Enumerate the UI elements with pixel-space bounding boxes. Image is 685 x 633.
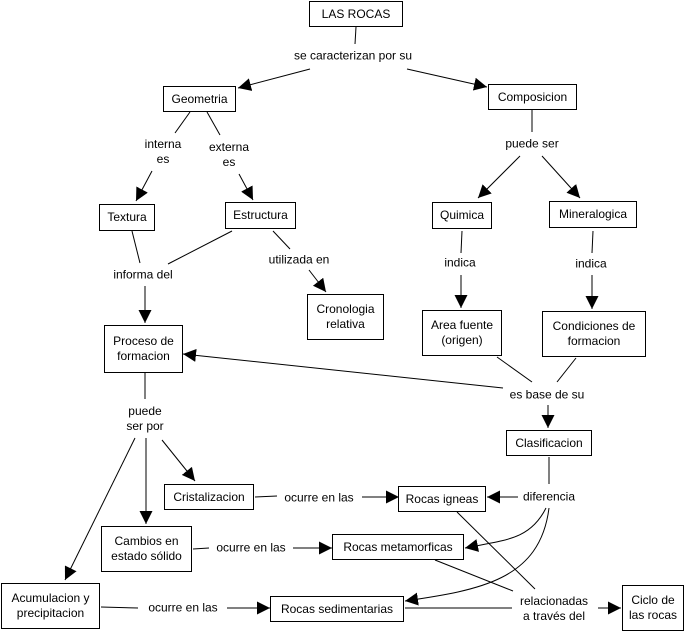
link-indica-mineralogica[interactable]: indica [573, 256, 609, 272]
edge-puede-to-mineralogica [541, 155, 581, 199]
edge-puedeser-to-acumulacion [64, 437, 136, 581]
edge-condiciones-to-esbase [556, 357, 577, 383]
edge-interna-to-textura [135, 170, 153, 202]
edge-geometria-to-externa [206, 111, 221, 136]
concept-acumulacion-precipitacion[interactable]: Acumulacion y precipitacion [1, 583, 100, 629]
edge-acumulacion-to-ocurre [100, 606, 139, 609]
concept-mineralogica[interactable]: Mineralogica [549, 201, 637, 228]
edge-esbase-to-proceso [182, 348, 504, 389]
edge-estructura-to-informa [167, 230, 233, 265]
edge-utilizada-to-cronologia [308, 269, 327, 293]
concept-cristalizacion[interactable]: Cristalizacion [164, 484, 254, 510]
edge-puede-to-quimica [477, 155, 521, 199]
edge-textura-to-informa [131, 230, 141, 264]
edge-quimica-to-indica [460, 230, 463, 254]
concept-composicion[interactable]: Composicion [488, 84, 577, 110]
concept-textura[interactable]: Textura [99, 204, 155, 231]
concept-area-fuente[interactable]: Area fuente (origen) [422, 310, 502, 356]
concept-rocas-sedimentarias[interactable]: Rocas sedimentarias [270, 596, 404, 622]
concept-ciclo-rocas[interactable]: Ciclo de las rocas [622, 585, 684, 631]
link-utilizada-en[interactable]: utilizada en [266, 252, 332, 268]
link-interna-es[interactable]: interna es [142, 137, 184, 167]
link-ocurre-cristalizacion[interactable]: ocurre en las [282, 490, 356, 506]
edge-metamorficas-to-relacionadas [434, 559, 514, 592]
concept-rocas-metamorficas[interactable]: Rocas metamorficas [332, 534, 464, 560]
edge-diferencia-to-metamorficas [464, 507, 547, 552]
concept-quimica[interactable]: Quimica [432, 202, 492, 229]
concept-cambios-estado-solido[interactable]: Cambios en estado sólido [101, 526, 192, 572]
concept-clasificacion[interactable]: Clasificacion [506, 430, 592, 456]
edge-cambios-to-ocurre [192, 547, 210, 550]
edge-rocas-to-caracterizan [354, 26, 357, 45]
link-diferencia[interactable]: diferencia [520, 489, 578, 505]
concept-estructura[interactable]: Estructura [225, 202, 296, 229]
edge-caracterizan-to-composicion [406, 68, 488, 91]
link-puede-ser[interactable]: puede ser [503, 136, 561, 152]
link-ocurre-acumulacion[interactable]: ocurre en las [146, 600, 220, 616]
concept-las-rocas[interactable]: LAS ROCAS [309, 1, 403, 27]
edge-puedeser-to-cristalizacion [161, 439, 196, 482]
concept-geometria[interactable]: Geometria [163, 86, 236, 112]
edge-areafuente-to-esbase [496, 356, 533, 383]
link-informa-del[interactable]: informa del [111, 267, 175, 283]
link-externa-es[interactable]: externa es [206, 140, 252, 170]
edge-diferencia-to-sedimentarias [404, 507, 550, 606]
concept-condiciones-formacion[interactable]: Condiciones de formacion [542, 311, 646, 357]
edge-geometria-to-interna [174, 111, 191, 134]
link-relacionadas[interactable]: relacionadas a través del [517, 594, 591, 624]
edge-externa-to-estructura [238, 173, 254, 201]
link-indica-quimica[interactable]: indica [442, 255, 478, 271]
edge-caracterizan-to-geometria [237, 68, 311, 91]
link-se-caracterizan[interactable]: se caracterizan por su [291, 48, 415, 64]
concept-rocas-igneas[interactable]: Rocas igneas [398, 486, 486, 512]
edge-estructura-to-utilizada [272, 230, 291, 250]
concept-proceso-formacion[interactable]: Proceso de formacion [104, 325, 183, 373]
edge-igneas-to-relacionadas [456, 511, 536, 590]
concept-cronologia-relativa[interactable]: Cronologia relativa [307, 294, 384, 340]
edge-mineralogica-to-indica [591, 230, 594, 254]
link-es-base-de-su[interactable]: es base de su [507, 387, 587, 403]
edge-cristalizacion-to-ocurre [254, 495, 278, 498]
link-puede-ser-por[interactable]: puede ser por [124, 404, 166, 434]
link-ocurre-cambios[interactable]: ocurre en las [214, 540, 288, 556]
